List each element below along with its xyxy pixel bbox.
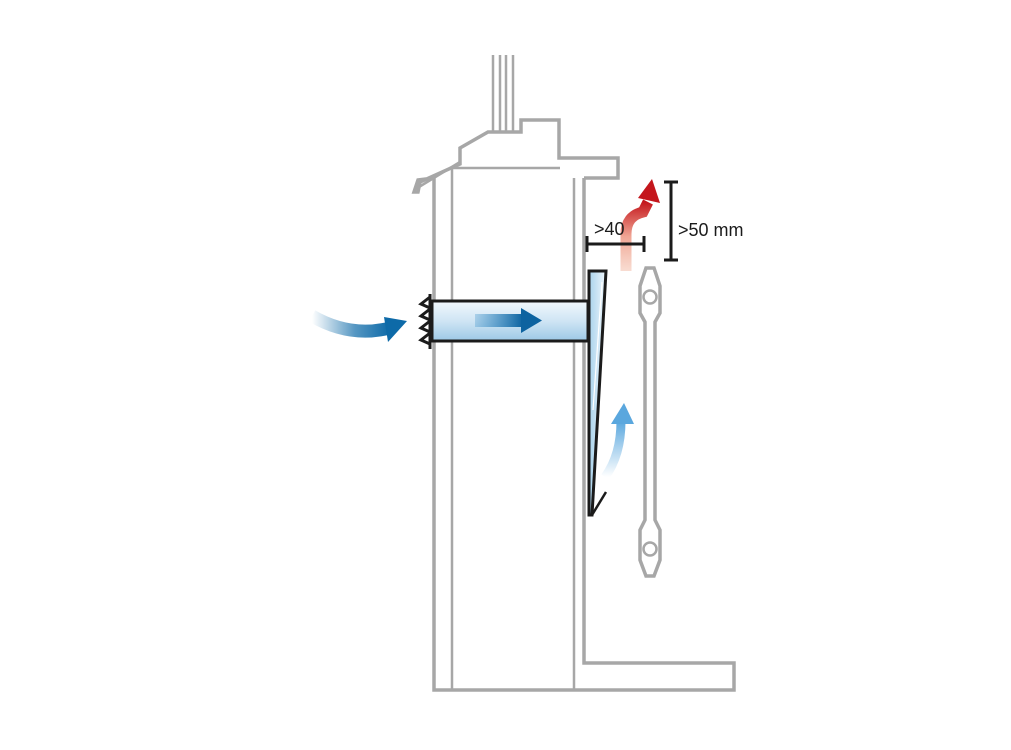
gap-label: >40 bbox=[594, 219, 625, 239]
sill-profile bbox=[411, 118, 620, 194]
cables bbox=[491, 55, 515, 132]
wall-structure bbox=[411, 55, 736, 692]
height-dimension: >50 mm bbox=[664, 180, 744, 262]
duct-air-arrow bbox=[475, 308, 542, 333]
room-air-arrow bbox=[601, 403, 634, 480]
sill-slope bbox=[413, 160, 461, 192]
outdoor-air-arrow bbox=[308, 310, 407, 342]
gap-dimension: >40 bbox=[585, 219, 646, 252]
wall-cap bbox=[432, 178, 736, 692]
height-label: >50 mm bbox=[678, 220, 744, 240]
warm-air-arrow bbox=[620, 179, 660, 271]
ventilation-panel bbox=[587, 269, 608, 517]
outdoor-grille bbox=[418, 294, 432, 349]
radiator bbox=[638, 266, 662, 578]
